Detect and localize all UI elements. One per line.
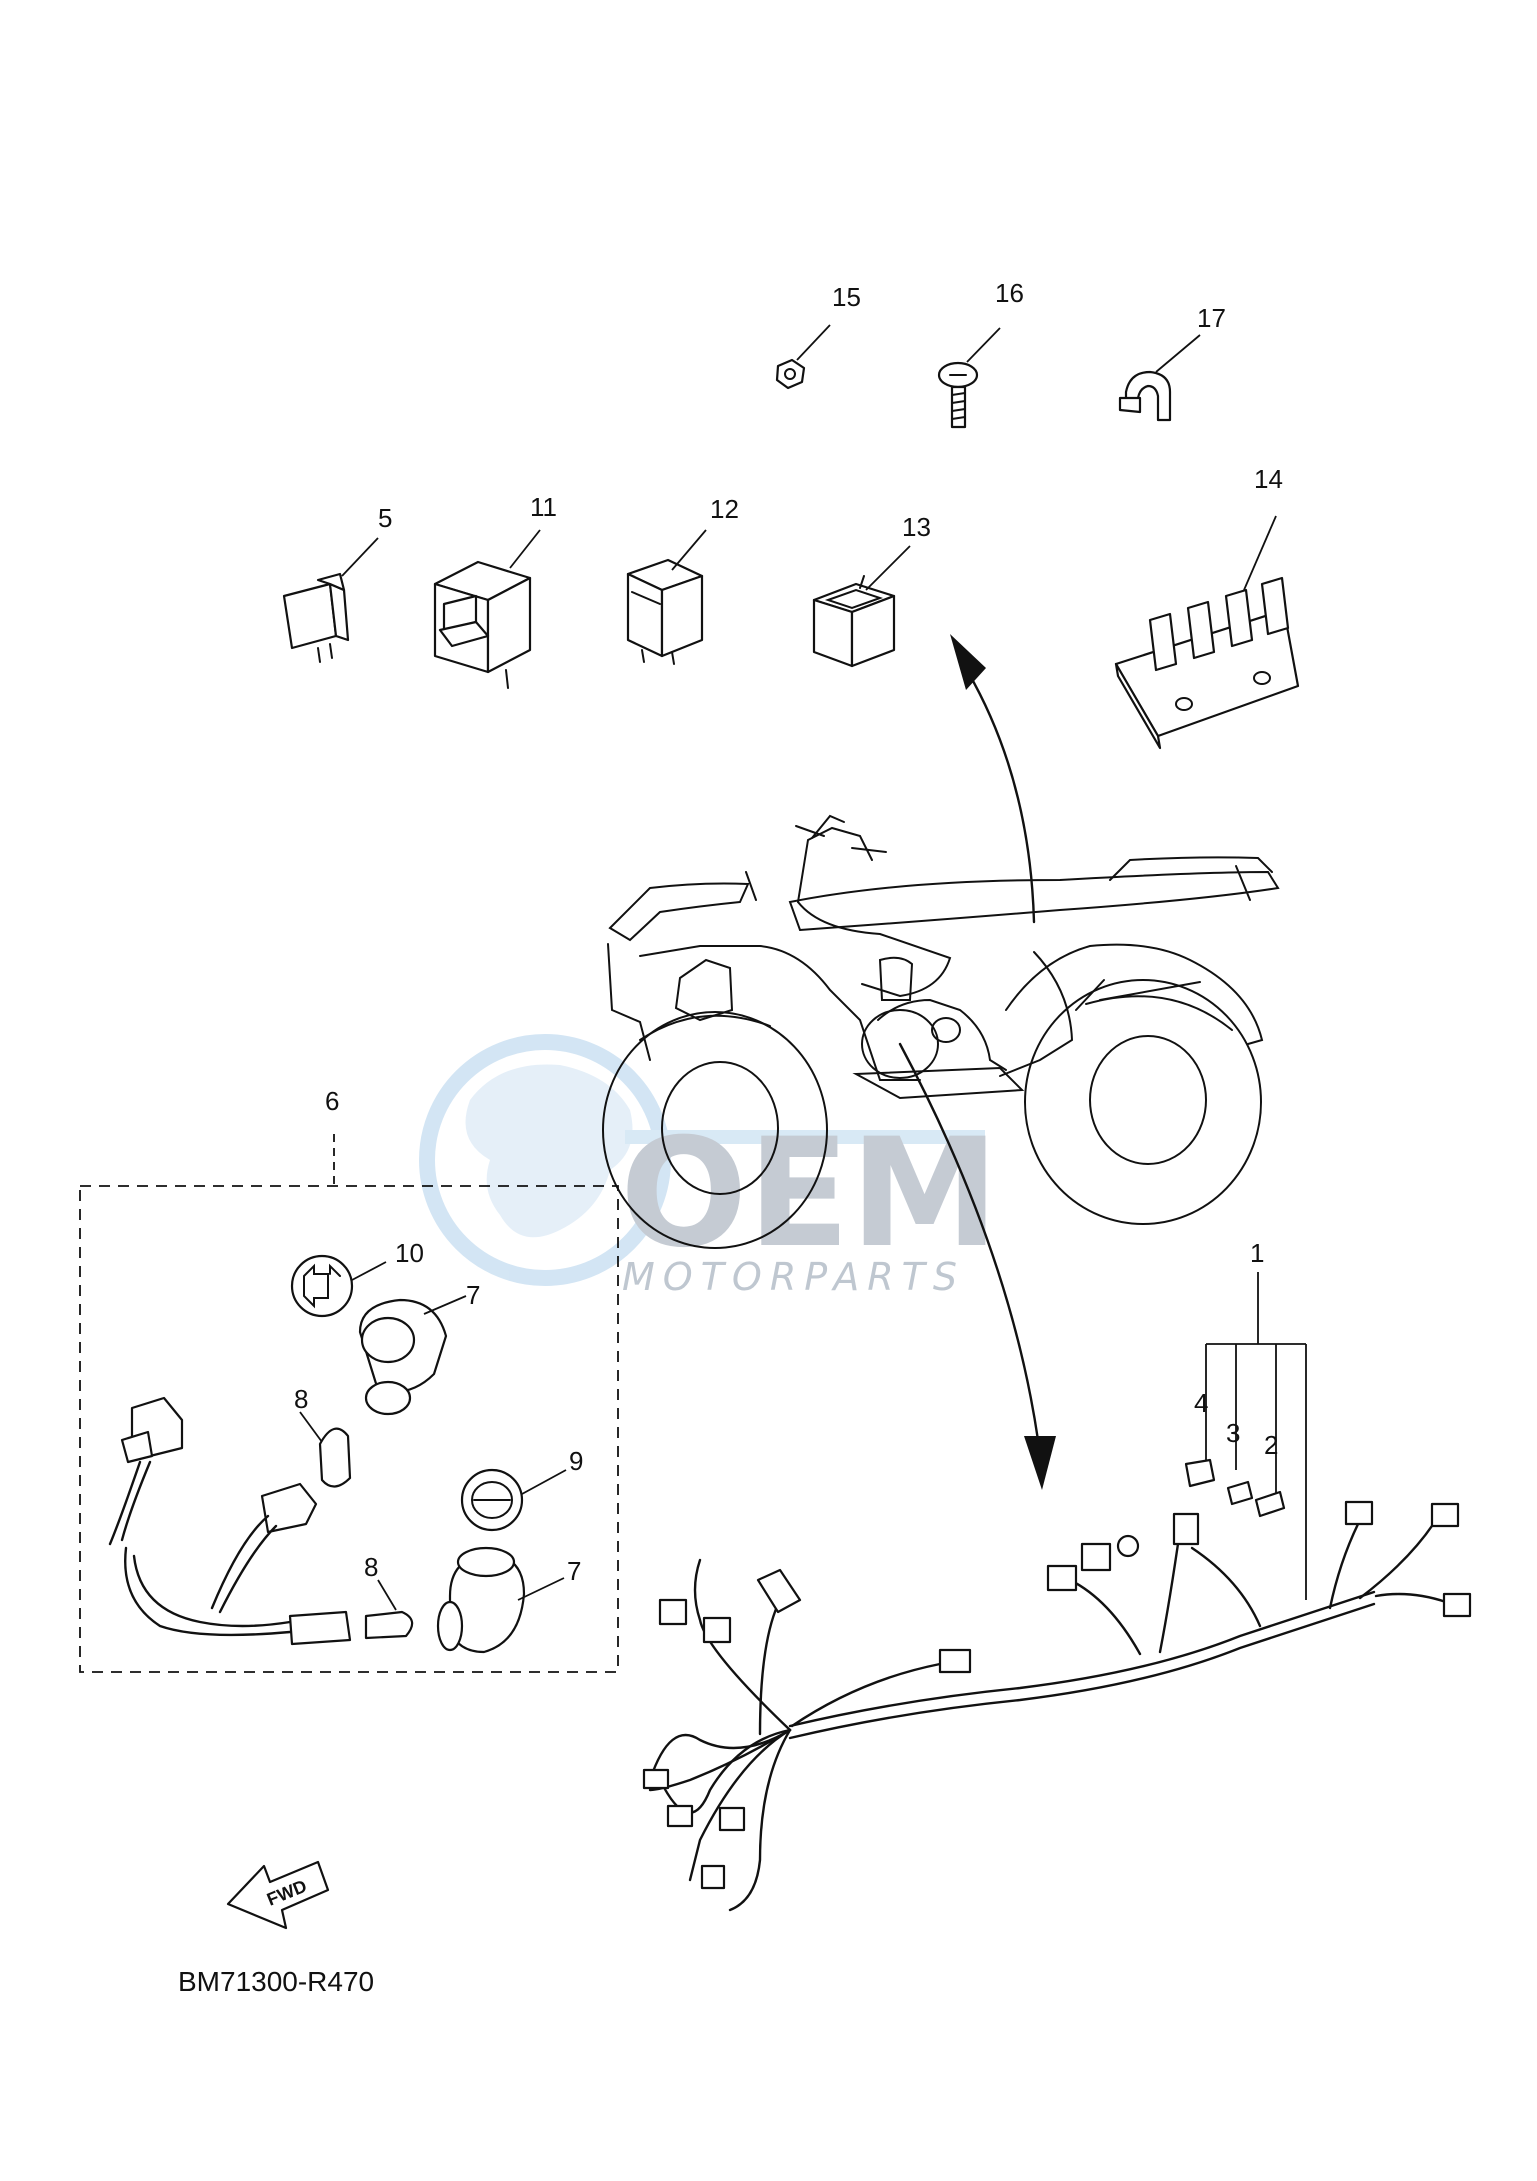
callout-16: 16 [995, 278, 1024, 308]
watermark-bar [625, 1130, 985, 1144]
part-2-fuse [1254, 1490, 1286, 1518]
part-3-fuse [1226, 1480, 1254, 1506]
part-6-light-assembly: 6 10 7 8 9 7 8 [79, 1086, 619, 1673]
watermark-sub: MOTORPARTS [622, 1255, 965, 1299]
callout-7b: 7 [567, 1556, 581, 1586]
part-11-relay: 11 [433, 492, 557, 689]
part-15-nut: 15 [775, 282, 861, 390]
atv-outline [602, 814, 1280, 1249]
part-17-clamp: 17 [1118, 303, 1226, 422]
callout-7a: 7 [466, 1280, 480, 1310]
callout-15: 15 [832, 282, 861, 312]
watermark-globe-land [465, 1064, 633, 1238]
part-14-fuse-strip: 14 [1114, 464, 1300, 750]
part-1-wire-harness: 1 4 3 2 [642, 1238, 1472, 1912]
callout-4: 4 [1194, 1388, 1208, 1418]
callout-5: 5 [378, 503, 392, 533]
diagram-code: BM71300-R470 [178, 1966, 374, 1997]
callout-8b: 8 [364, 1552, 378, 1582]
part-13-relay-socket: 13 [812, 512, 931, 668]
callout-13: 13 [902, 512, 931, 542]
watermark-globe-ring [419, 1034, 671, 1286]
assembly-dashed-box [79, 1185, 619, 1673]
callout-11: 11 [530, 492, 557, 522]
location-arrows [898, 634, 1056, 1490]
part-16-screw: 16 [937, 278, 1024, 429]
part-12-relay: 12 [626, 494, 739, 665]
callout-14: 14 [1254, 464, 1283, 494]
callout-3: 3 [1226, 1418, 1240, 1448]
part-5-relay: 5 [282, 503, 392, 663]
arrow-up-head [950, 634, 986, 690]
callout-9: 9 [569, 1446, 583, 1476]
fwd-direction-arrow[interactable]: FWD [226, 1860, 330, 1930]
callout-17: 17 [1197, 303, 1226, 333]
arrow-down-head [1024, 1436, 1056, 1490]
callout-6: 6 [325, 1086, 339, 1116]
callout-12: 12 [710, 494, 739, 524]
callout-2: 2 [1264, 1430, 1278, 1460]
part-4-connector [1184, 1458, 1216, 1488]
callout-10: 10 [395, 1238, 424, 1268]
part-10-symbol-disk [290, 1254, 354, 1318]
callout-1: 1 [1250, 1238, 1264, 1268]
callout-8a: 8 [294, 1384, 308, 1414]
